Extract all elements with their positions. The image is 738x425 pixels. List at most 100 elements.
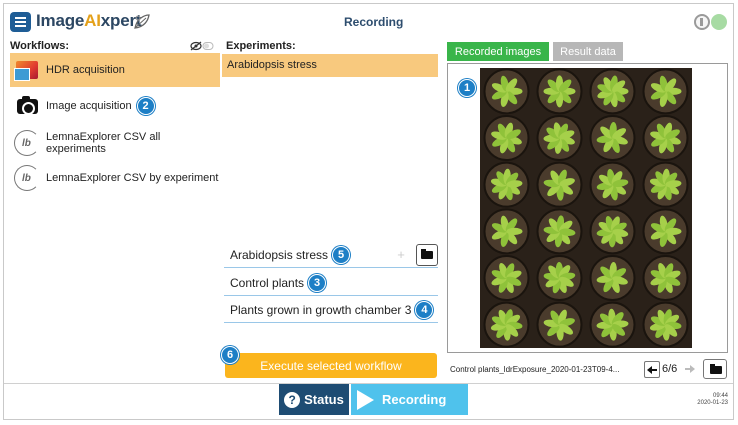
plant-leaf	[657, 184, 667, 200]
logo-leaf-icon	[134, 14, 150, 29]
status-button[interactable]: ? Status	[279, 384, 349, 415]
plant-leaf	[559, 276, 574, 287]
plant-leaf	[610, 216, 620, 232]
plant-leaf	[612, 80, 626, 93]
plant-leaf	[600, 126, 613, 139]
plant-leaf	[558, 79, 572, 92]
visibility-toggle-icon[interactable]	[190, 41, 214, 54]
plant-leaf	[557, 309, 567, 325]
plant-leaf	[612, 268, 627, 279]
plant-leaf	[598, 174, 613, 186]
plant-leaf	[657, 277, 667, 293]
plant-leaf	[505, 218, 518, 232]
plant-leaf	[665, 129, 680, 140]
workflow-item-lemna-by-experiment[interactable]: lb LemnaExplorer CSV by experiment	[10, 161, 220, 195]
plant-leaf	[612, 128, 627, 139]
menu-icon[interactable]	[10, 12, 31, 32]
experiment-field[interactable]: Arabidopsis stress 5	[224, 243, 438, 268]
plant-leaf	[505, 263, 515, 279]
footer-divider	[4, 383, 733, 384]
plant-leaf	[650, 270, 666, 280]
plant-leaf	[498, 277, 508, 293]
callout-badge: 1	[458, 79, 476, 97]
add-button[interactable]: +	[397, 247, 405, 262]
plant-leaf	[491, 316, 507, 326]
callout-badge: 6	[221, 346, 239, 364]
plant-leaf	[650, 316, 666, 326]
plant-leaf	[603, 91, 614, 106]
plant-leaf	[603, 137, 614, 153]
plant-leaf	[559, 130, 575, 140]
plant-leaf	[491, 83, 507, 93]
open-folder-button[interactable]	[703, 359, 727, 379]
plant-leaf	[498, 184, 508, 200]
previous-image-button[interactable]	[644, 361, 660, 378]
workflows-label: Workflows:	[10, 40, 70, 52]
workflow-item-lemna-all[interactable]: lb LemnaExplorer CSV all experiments	[10, 126, 220, 160]
help-icon: ?	[284, 391, 301, 408]
image-filename: Control plants_ldrExposure_2020-01-23T09…	[450, 365, 620, 374]
folder-icon	[710, 364, 722, 374]
plant-leaf	[612, 229, 629, 237]
plant-leaf	[506, 180, 523, 188]
hdr-icon	[14, 61, 38, 81]
plant-leaf	[547, 324, 560, 337]
plant-leaf	[664, 218, 677, 232]
plant-leaf	[665, 227, 682, 235]
plant-leaf	[650, 83, 666, 93]
image-viewer[interactable]	[447, 63, 728, 353]
plant-leaf	[559, 183, 574, 195]
workflow-item-image-acquisition[interactable]: Image acquisition 2	[10, 89, 220, 123]
plant-leaf	[491, 270, 507, 280]
plant-leaf	[505, 78, 518, 92]
plant-leaf	[664, 324, 678, 337]
plant-leaf	[612, 179, 629, 188]
experiment-item-arabidopsis-stress[interactable]: Arabidopsis stress	[222, 54, 438, 77]
recording-button[interactable]: Recording	[351, 384, 468, 415]
workflow-label: LemnaExplorer CSV all experiments	[46, 131, 161, 155]
plant-leaf	[611, 171, 623, 185]
plant-leaf	[601, 324, 614, 338]
header: ImageAIxpert Recording	[4, 4, 733, 40]
plant-leaf	[665, 180, 682, 188]
folder-open-button[interactable]	[416, 244, 438, 266]
plant-leaf	[599, 313, 613, 326]
plant-leaf	[505, 324, 519, 337]
connection-status-icon	[711, 14, 727, 30]
plant-leaf	[559, 228, 576, 236]
workflow-label: Image acquisition	[46, 100, 132, 112]
plant-leaf	[557, 169, 567, 185]
plant-leaf	[664, 263, 674, 279]
plant-leaf	[505, 230, 518, 245]
experiments-label: Experiments:	[226, 40, 296, 52]
next-image-button[interactable]	[683, 361, 697, 378]
plant-leaf	[559, 178, 575, 187]
plant-tray-image	[480, 68, 692, 348]
description-field[interactable]: Plants grown in growth chamber 3 4	[224, 298, 438, 323]
plant-group-field[interactable]: Control plants 3	[224, 271, 438, 296]
callout-badge: 4	[415, 301, 434, 319]
plant-leaf	[664, 90, 677, 105]
tab-recorded-images[interactable]: Recorded images	[447, 42, 549, 61]
play-icon	[357, 389, 374, 410]
page-title: Recording	[344, 15, 404, 29]
callout-badge: 3	[308, 274, 327, 292]
lemna-icon: lb	[14, 130, 40, 156]
plant-leaf	[506, 276, 522, 286]
app-logo: ImageAIxpert	[36, 11, 142, 30]
plant-leaf	[506, 129, 521, 140]
plant-leaf	[600, 266, 613, 279]
callout-badge: 5	[332, 246, 351, 264]
clock: 09:44 2020-01-23	[697, 393, 728, 406]
power-icon[interactable]	[694, 14, 710, 30]
plant-leaf	[505, 90, 518, 105]
tab-result-data[interactable]: Result data	[553, 42, 623, 61]
plant-leaf	[612, 276, 628, 285]
workflow-item-hdr-acquisition[interactable]: HDR acquisition	[10, 53, 220, 87]
plant-leaf	[558, 123, 569, 139]
folder-icon	[421, 249, 433, 259]
plant-leaf	[491, 223, 507, 233]
app-window: ImageAIxpert Recording Workflows: HDR ac…	[3, 3, 734, 420]
plant-leaf	[602, 184, 614, 199]
execute-workflow-button[interactable]: Execute selected workflow	[225, 353, 437, 378]
